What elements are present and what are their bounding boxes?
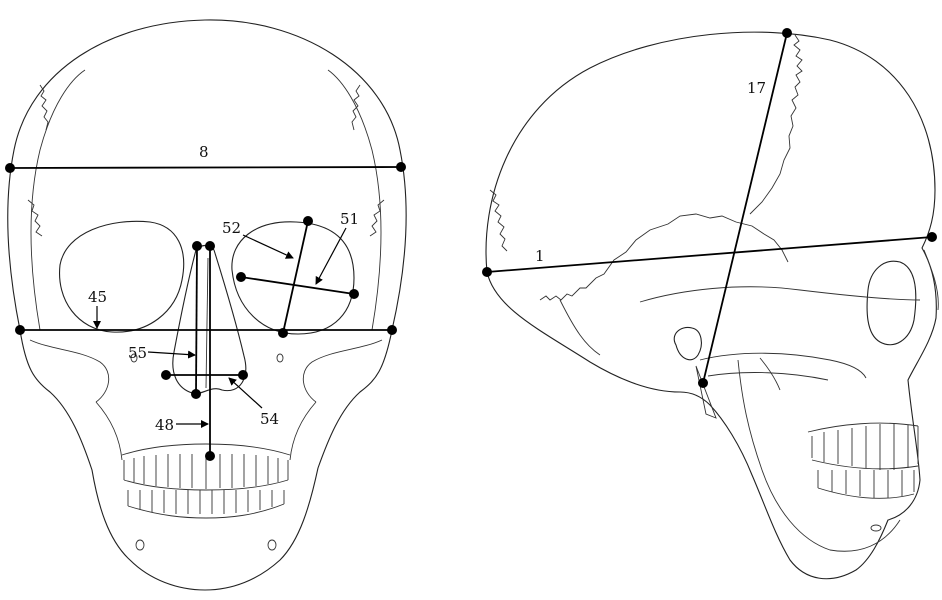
label-54: 54: [260, 410, 279, 428]
landmark-dot: [205, 241, 215, 251]
landmark-dot: [205, 451, 215, 461]
lateral-skull-view: 1 17: [482, 28, 938, 579]
label-17: 17: [747, 79, 766, 97]
measure-line-55: [196, 246, 197, 394]
frontal-skull-view: 8 45 55 48 54 52 51: [5, 20, 406, 590]
landmark-dot: [927, 232, 937, 242]
landmark-dot: [482, 267, 492, 277]
landmark-dot: [236, 272, 246, 282]
landmark-dot: [192, 241, 202, 251]
landmark-dot: [349, 289, 359, 299]
measure-line-8: [10, 167, 401, 168]
orbit-lateral: [867, 261, 916, 345]
landmark-dot: [782, 28, 792, 38]
label-55: 55: [128, 344, 147, 362]
landmark-dot: [191, 389, 201, 399]
landmark-dot: [238, 370, 248, 380]
landmark-dot: [15, 325, 25, 335]
label-52: 52: [222, 219, 241, 237]
landmark-dot: [396, 162, 406, 172]
label-45: 45: [88, 288, 107, 306]
landmark-dot: [387, 325, 397, 335]
landmark-dot: [303, 216, 313, 226]
label-1: 1: [535, 247, 545, 265]
label-8: 8: [199, 143, 209, 161]
landmark-dot: [278, 328, 288, 338]
landmark-dot: [161, 370, 171, 380]
landmark-dot: [698, 378, 708, 388]
label-48: 48: [155, 416, 174, 434]
label-51: 51: [340, 210, 359, 228]
landmark-dot: [5, 163, 15, 173]
